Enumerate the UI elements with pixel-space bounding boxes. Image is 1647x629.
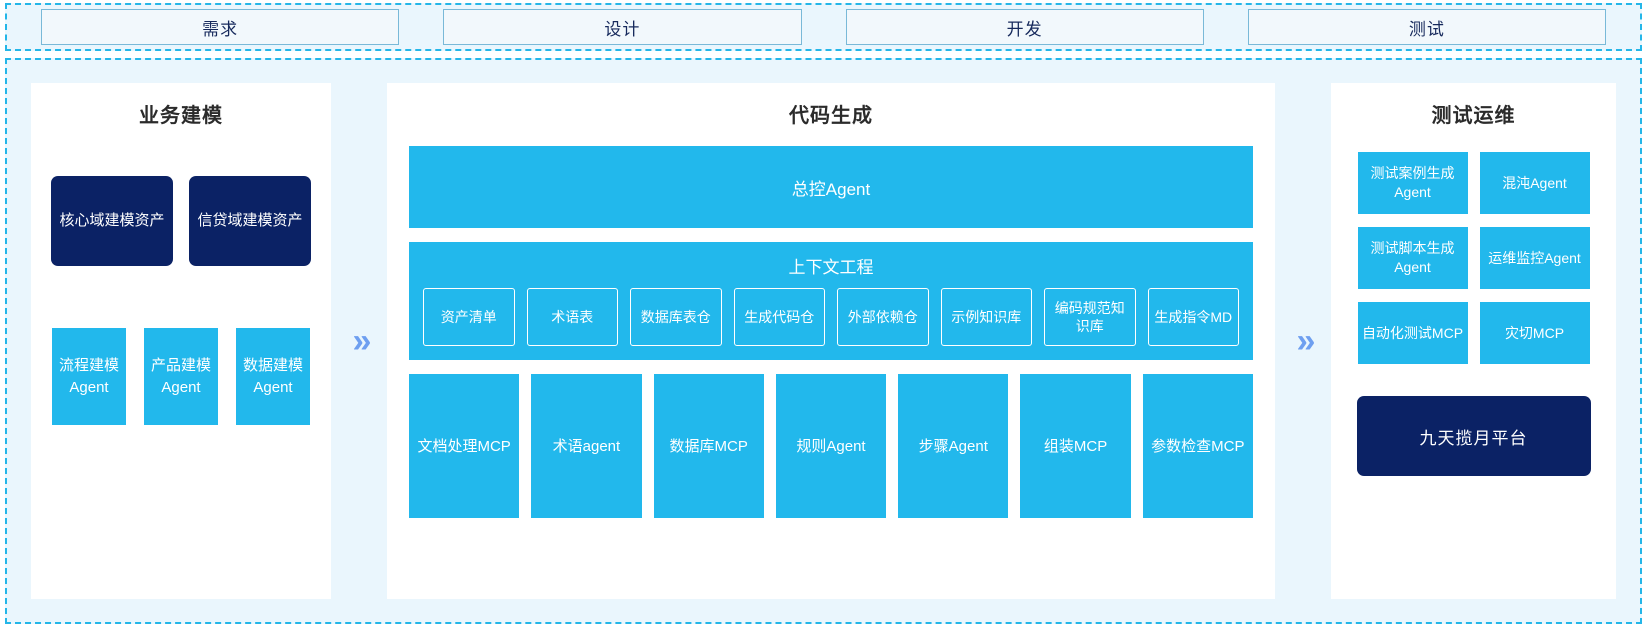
test-box-case-generation-agent[interactable]: 测试案例生成Agent bbox=[1357, 152, 1468, 214]
context-engineering-band: 上下文工程 资产清单 术语表 数据库表仓 生成代码仓 外部依赖仓 示例知识库 编… bbox=[409, 242, 1253, 360]
code-generation-tools-row: 文档处理MCP 术语agent 数据库MCP 规则Agent 步骤Agent 组… bbox=[409, 374, 1253, 518]
code-generation-body: 总控Agent 上下文工程 资产清单 术语表 数据库表仓 生成代码仓 外部依赖仓… bbox=[387, 128, 1275, 536]
master-agent-band[interactable]: 总控Agent bbox=[409, 146, 1253, 228]
tool-box-database-mcp[interactable]: 数据库MCP bbox=[653, 374, 764, 518]
context-item-generated-code-repo[interactable]: 生成代码仓 bbox=[733, 288, 825, 346]
tool-box-document-processing-mcp[interactable]: 文档处理MCP bbox=[409, 374, 520, 518]
phase-box-testing[interactable]: 测试 bbox=[1247, 9, 1606, 45]
panel-title-business-modeling: 业务建模 bbox=[139, 105, 223, 127]
tool-box-rule-agent[interactable]: 规则Agent bbox=[775, 374, 887, 518]
agent-box-data-modeling[interactable]: 数据建模Agent bbox=[236, 328, 310, 425]
test-operations-grid: 测试案例生成Agent 混沌Agent 测试脚本生成Agent 运维监控Agen… bbox=[1345, 152, 1602, 364]
business-agent-row: 流程建模Agent 产品建模Agent 数据建模Agent bbox=[31, 328, 331, 425]
test-box-script-generation-agent[interactable]: 测试脚本生成Agent bbox=[1357, 227, 1468, 289]
tool-box-parameter-check-mcp[interactable]: 参数检查MCP bbox=[1142, 374, 1253, 518]
panel-title-code-generation: 代码生成 bbox=[789, 105, 873, 127]
context-item-coding-standard-knowledge-base[interactable]: 编码规范知识库 bbox=[1044, 288, 1136, 346]
panel-test-operations: 测试运维 测试案例生成Agent 混沌Agent 测试脚本生成Agent 运维监… bbox=[1331, 83, 1616, 599]
tool-box-glossary-agent[interactable]: 术语agent bbox=[531, 374, 642, 518]
context-item-generation-instruction-md[interactable]: 生成指令MD bbox=[1147, 288, 1239, 346]
panel-title-test-operations: 测试运维 bbox=[1431, 105, 1516, 127]
test-box-ops-monitoring-agent[interactable]: 运维监控Agent bbox=[1479, 227, 1590, 289]
test-box-chaos-agent[interactable]: 混沌Agent bbox=[1479, 152, 1590, 214]
chevron-right-icon-2: » bbox=[1296, 321, 1316, 360]
context-item-db-table-repo[interactable]: 数据库表仓 bbox=[630, 288, 722, 346]
test-box-automated-testing-mcp[interactable]: 自动化测试MCP bbox=[1357, 302, 1468, 364]
context-item-example-knowledge-base[interactable]: 示例知识库 bbox=[940, 288, 1032, 346]
chevron-right-icon-1: » bbox=[352, 321, 372, 360]
phase-box-development[interactable]: 开发 bbox=[845, 9, 1204, 45]
agent-box-product-modeling[interactable]: 产品建模Agent bbox=[144, 328, 218, 425]
tool-box-assembly-mcp[interactable]: 组装MCP bbox=[1020, 374, 1131, 518]
agent-box-process-modeling[interactable]: 流程建模Agent bbox=[52, 328, 126, 425]
panel-code-generation: 代码生成 总控Agent 上下文工程 资产清单 术语表 数据库表仓 生成代码仓 … bbox=[387, 83, 1275, 599]
context-item-glossary[interactable]: 术语表 bbox=[526, 288, 618, 346]
tool-box-step-agent[interactable]: 步骤Agent bbox=[898, 374, 1009, 518]
phase-box-design[interactable]: 设计 bbox=[443, 9, 802, 45]
phase-box-requirements[interactable]: 需求 bbox=[41, 9, 400, 45]
panel-business-modeling: 业务建模 核心域建模资产 信贷域建模资产 流程建模Agent 产品建模Agent… bbox=[31, 83, 331, 599]
business-asset-row: 核心域建模资产 信贷域建模资产 bbox=[31, 176, 331, 266]
platform-box-jiutian-lanyue[interactable]: 九天揽月平台 bbox=[1356, 396, 1591, 476]
context-engineering-title: 上下文工程 bbox=[788, 258, 874, 277]
test-operations-body: 测试案例生成Agent 混沌Agent 测试脚本生成Agent 运维监控Agen… bbox=[1331, 128, 1616, 476]
business-modeling-body: 核心域建模资产 信贷域建模资产 流程建模Agent 产品建模Agent 数据建模… bbox=[31, 128, 331, 599]
asset-box-core-domain[interactable]: 核心域建模资产 bbox=[51, 176, 173, 266]
main-container: 业务建模 核心域建模资产 信贷域建模资产 流程建模Agent 产品建模Agent… bbox=[5, 58, 1642, 624]
test-box-disaster-switch-mcp[interactable]: 灾切MCP bbox=[1479, 302, 1590, 364]
phase-strip: 需求 设计 开发 测试 bbox=[5, 3, 1642, 51]
context-engineering-items: 资产清单 术语表 数据库表仓 生成代码仓 外部依赖仓 示例知识库 编码规范知识库… bbox=[423, 288, 1239, 346]
context-item-external-dependency-repo[interactable]: 外部依赖仓 bbox=[837, 288, 929, 346]
asset-box-credit-domain[interactable]: 信贷域建模资产 bbox=[189, 176, 311, 266]
context-item-asset-list[interactable]: 资产清单 bbox=[423, 288, 515, 346]
